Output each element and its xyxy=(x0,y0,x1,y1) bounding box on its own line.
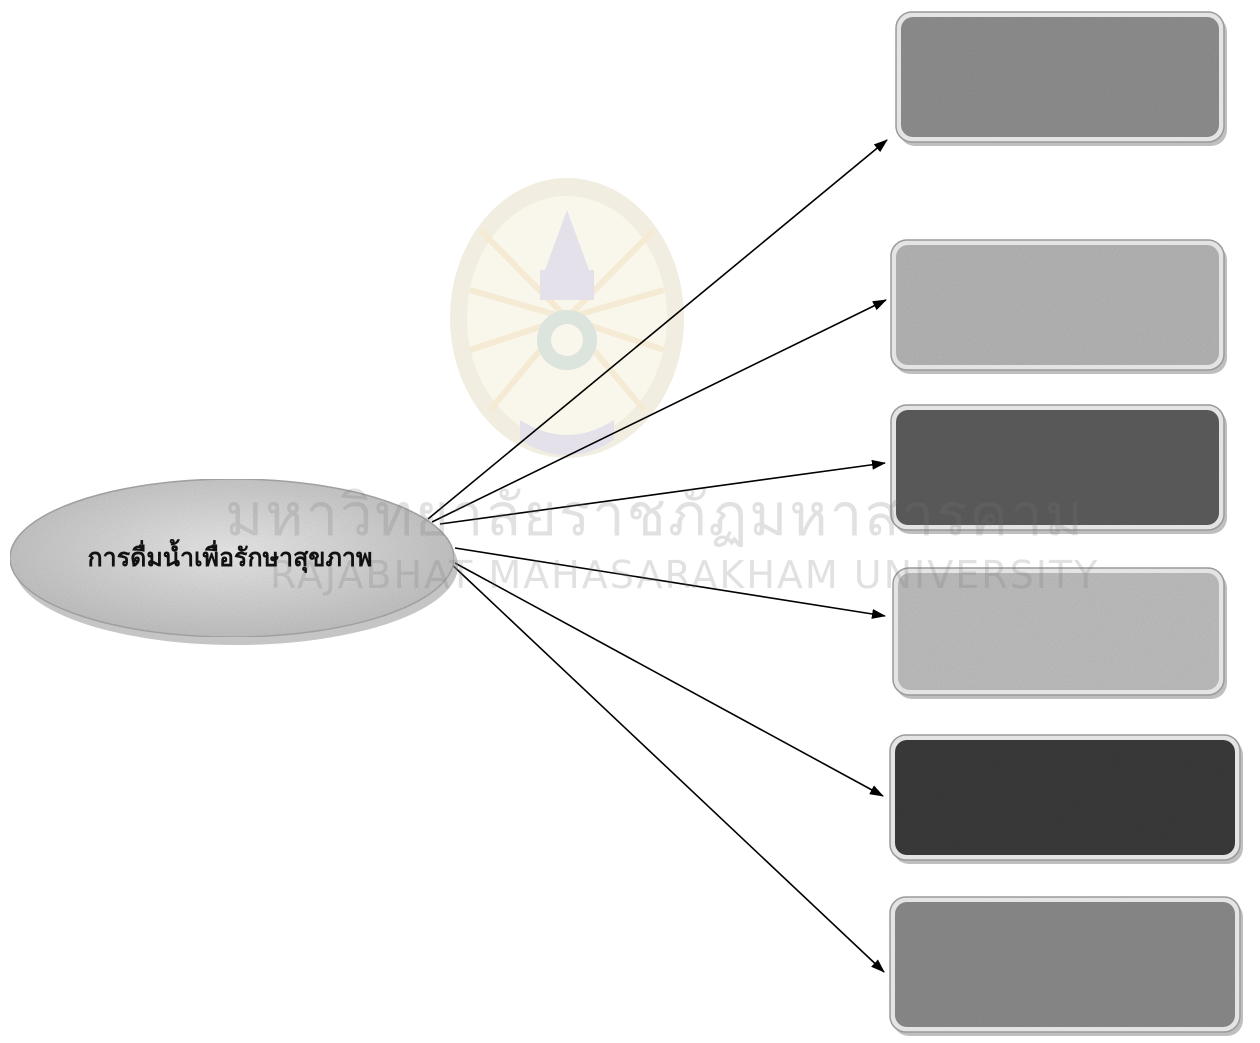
branch-box-fill xyxy=(896,410,1219,525)
branch-box-fill xyxy=(901,17,1219,137)
branch-box-6 xyxy=(889,896,1243,1036)
watermark-english-text: RAJABHAT MAHASARAKHAM UNIVERSITY xyxy=(270,553,1100,597)
branch-box-fill xyxy=(895,740,1235,855)
branch-box-fill xyxy=(895,902,1235,1027)
branch-box-2 xyxy=(890,239,1227,374)
arrow-to-box-2 xyxy=(431,299,887,523)
branch-box-5 xyxy=(889,734,1243,864)
branch-box-4 xyxy=(892,567,1227,699)
branch-box-1 xyxy=(895,11,1227,146)
watermark-emblem xyxy=(450,178,684,458)
center-node-label: การดื่มน้ำเพื่อรักษาสุขภาพ xyxy=(87,543,373,572)
arrow-to-box-3 xyxy=(439,459,886,525)
connector-arrows xyxy=(427,139,888,973)
center-node xyxy=(9,478,458,645)
arrow-to-box-4 xyxy=(454,547,886,619)
branch-box-fill xyxy=(896,245,1219,365)
arrow-to-box-1 xyxy=(427,139,888,520)
watermark-thai-text: มหาวิทยาลัยราชภัฏมหาสารคาม xyxy=(225,481,1085,549)
arrow-to-box-6 xyxy=(446,559,885,973)
arrow-to-box-5 xyxy=(454,562,884,797)
branch-box-fill xyxy=(898,573,1219,690)
branch-boxes xyxy=(889,11,1243,1036)
center-ellipse xyxy=(9,478,455,638)
branch-box-3 xyxy=(890,404,1227,534)
